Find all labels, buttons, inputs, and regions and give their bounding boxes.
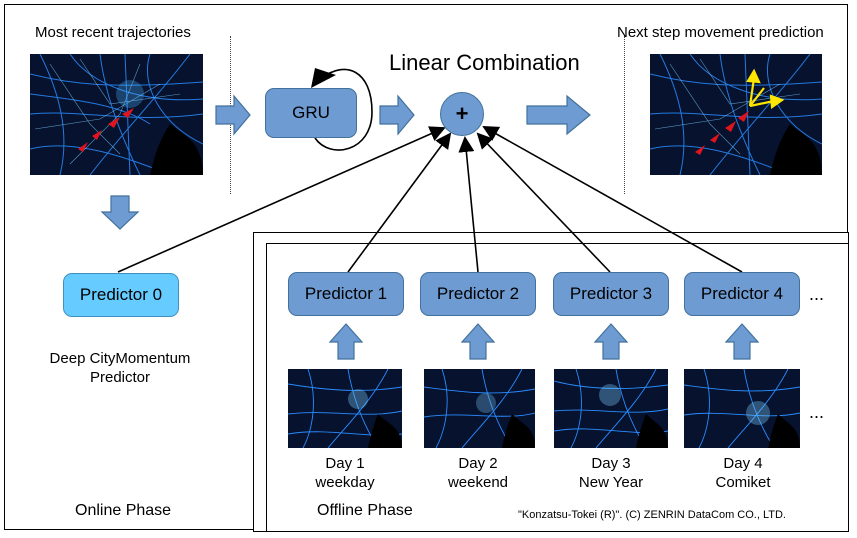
copyright-notice: "Konzatsu-Tokei (R)". (C) ZENRIN DataCom… — [518, 509, 786, 521]
block-arrow-to-gru — [215, 94, 251, 136]
predictor-ellipsis: ... — [809, 284, 825, 304]
day-1-map — [288, 369, 402, 448]
block-arrow-gru-to-plus — [379, 94, 415, 136]
day-1-label: Day 1 — [325, 455, 365, 472]
linear-combination-node: + — [440, 92, 484, 136]
linear-combination-title: Linear Combination — [389, 50, 580, 75]
day-2-map — [424, 369, 535, 448]
gru-box: GRU — [265, 88, 357, 138]
day-3-map — [554, 369, 668, 448]
dotted-separator-right — [624, 36, 625, 194]
predictor-3-box: Predictor 3 — [553, 272, 669, 316]
day-4-map — [684, 369, 800, 448]
online-phase-label: Online Phase — [75, 502, 172, 519]
day-maps-ellipsis: ... — [809, 402, 825, 422]
predictor-2-box: Predictor 2 — [420, 272, 536, 316]
day-4-desc: Comiket — [715, 474, 771, 491]
block-arrow-down-to-predictor0 — [100, 195, 140, 230]
day-4-label: Day 4 — [723, 455, 763, 472]
plus-icon: + — [455, 101, 469, 126]
block-arrows-up-to-predictors — [328, 323, 760, 360]
gru-self-loop — [314, 68, 373, 151]
day-2-label: Day 2 — [458, 455, 498, 472]
predictor-0-caption-line2: Predictor — [89, 369, 151, 386]
recent-trajectories-title: Most recent trajectories — [35, 24, 191, 41]
predictor-to-plus-lines — [117, 126, 743, 273]
day-3-label: Day 3 — [591, 455, 631, 472]
predictor-4-box: Predictor 4 — [684, 272, 800, 316]
recent-trajectories-map — [30, 54, 203, 175]
predictor-0-box: Predictor 0 — [63, 273, 179, 317]
next-step-prediction-map — [650, 54, 822, 175]
day-2-desc: weekend — [447, 474, 509, 491]
next-step-prediction-title: Next step movement prediction — [617, 24, 824, 41]
predictor-0-caption-line1: Deep CityMomentum — [49, 350, 191, 367]
predictor-1-box: Predictor 1 — [288, 272, 404, 316]
day-1-desc: weekday — [315, 474, 375, 491]
day-3-desc: New Year — [578, 474, 644, 491]
offline-phase-inner-frame — [266, 243, 849, 532]
offline-phase-label: Offline Phase — [317, 502, 413, 519]
block-arrow-plus-to-output — [526, 94, 591, 136]
